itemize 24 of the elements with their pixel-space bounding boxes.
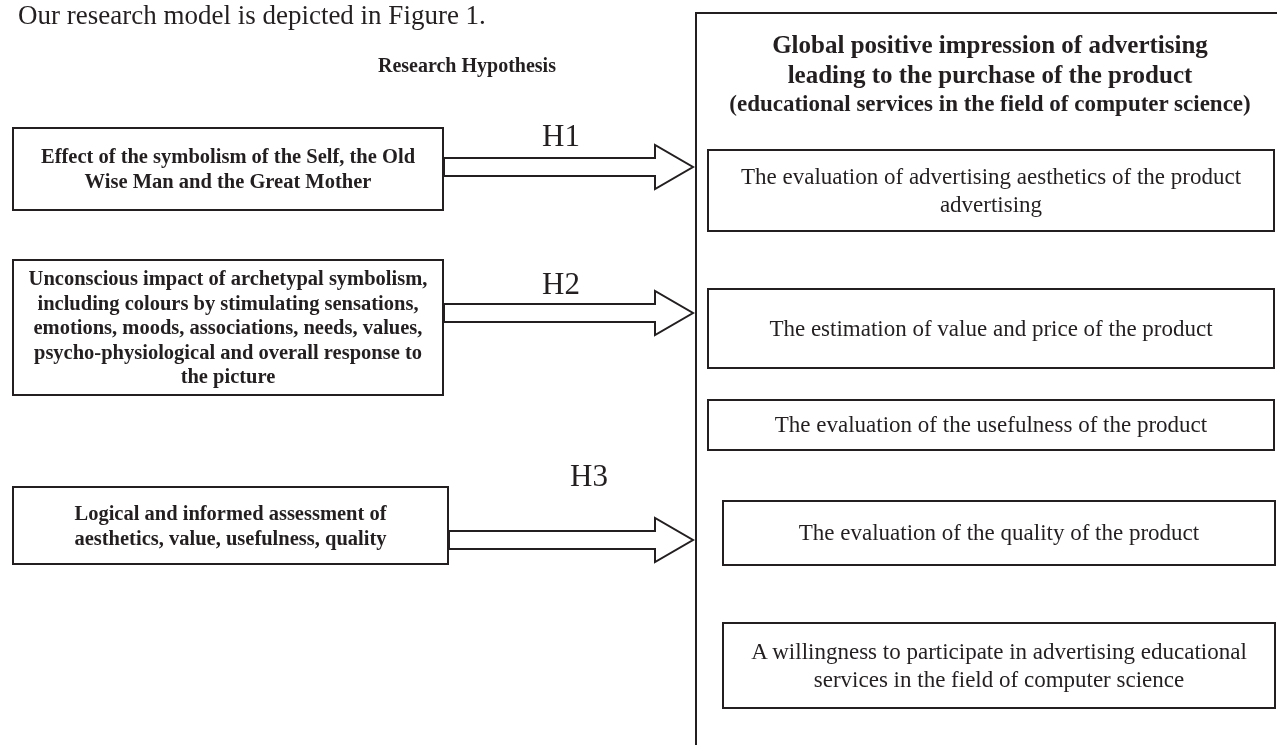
- box-text: A willingness to participate in advertising educational services in the field of computer science: [750, 637, 1248, 694]
- text-box: [722, 500, 1276, 566]
- group-heading: (educational services in the field of computer science): [729, 90, 1251, 118]
- group-frame: [695, 12, 1277, 745]
- block-arrow: [443, 143, 695, 191]
- group-heading: Global positive impression of advertising leading to the purchase of the product: [771, 30, 1209, 90]
- box-text: The evaluation of advertising aesthetics of the product advertising: [739, 162, 1243, 219]
- text-box: [12, 127, 444, 211]
- text-box: [12, 259, 444, 396]
- block-arrow: [448, 516, 695, 564]
- section-heading: Research Hypothesis: [378, 54, 556, 77]
- intro-sentence: Our research model is depicted in Figure 1.: [18, 0, 486, 31]
- box-text: The evaluation of the usefulness of the product: [774, 411, 1208, 439]
- text-box: [707, 399, 1275, 451]
- text-box: [12, 486, 449, 565]
- box-text: Unconscious impact of archetypal symbolism, including colours by stimulating sensations, emotions, moods, associations, needs, values, psycho-physiological and overall response to the picture: [27, 266, 429, 389]
- box-text: Effect of the symbolism of the Self, the Old Wise Man and the Great Mother: [40, 144, 416, 194]
- box-text: The estimation of value and price of the product: [769, 314, 1213, 343]
- text-box: [707, 149, 1275, 232]
- text-box: [707, 288, 1275, 369]
- box-text: The evaluation of the quality of the product: [798, 519, 1200, 547]
- text-box: [722, 622, 1276, 709]
- box-text: Logical and informed assessment of aesthetics, value, usefulness, quality: [73, 500, 388, 551]
- block-arrow: [443, 289, 695, 337]
